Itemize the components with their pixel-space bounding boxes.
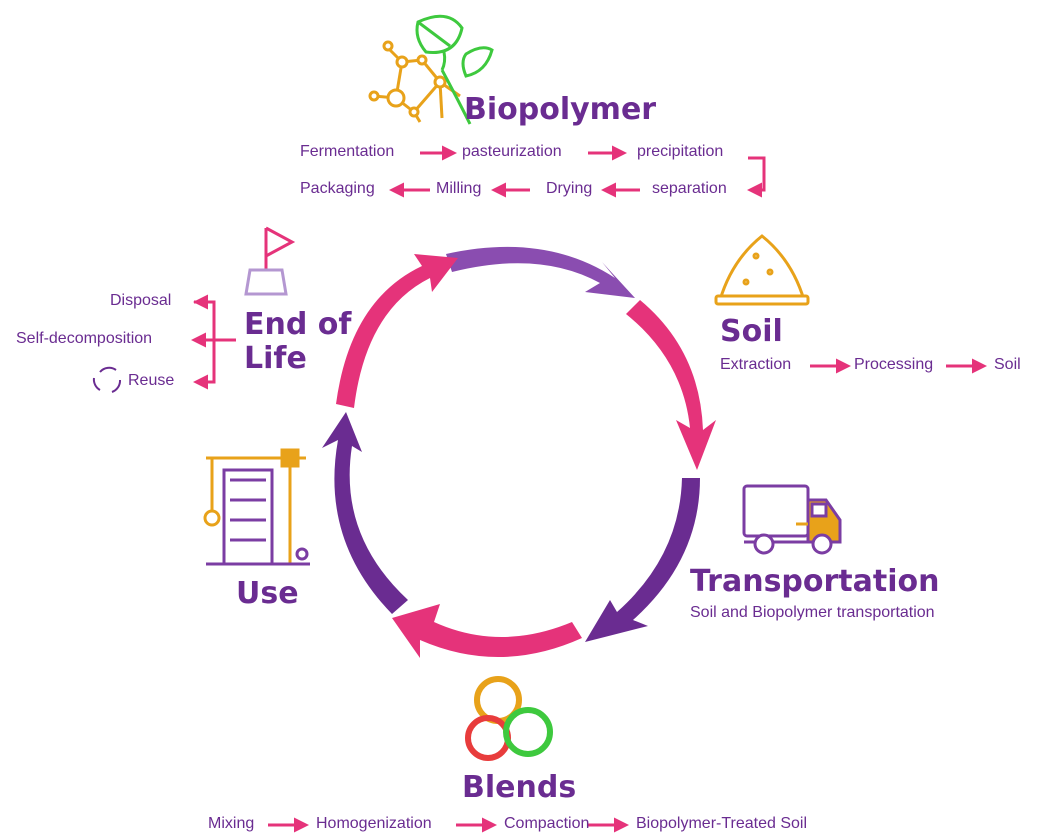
construction-crane-icon xyxy=(203,448,310,566)
cycle-arrow-use-to-endoflife xyxy=(322,412,408,614)
biopolymer-step-separation: separation xyxy=(652,180,727,197)
soil-title: Soil xyxy=(720,314,783,349)
biopolymer-step-pasteurization: pasteurization xyxy=(462,143,562,160)
cycle-arrow-blends-to-use xyxy=(392,604,582,658)
soil-pile-icon xyxy=(714,234,810,306)
biopolymer-step-milling: Milling xyxy=(436,180,482,197)
blends-step-treated-soil: Biopolymer-Treated Soil xyxy=(636,815,808,832)
biopolymer-title: Biopolymer xyxy=(464,92,657,127)
leaf-icon xyxy=(415,14,494,125)
blends-step-compaction: Compaction xyxy=(504,815,590,832)
blends-title: Blends xyxy=(462,770,577,805)
flag-icon xyxy=(244,226,296,296)
biopolymer-step-fermentation: Fermentation xyxy=(300,143,395,160)
end-of-life-option-disposal: Disposal xyxy=(110,292,172,309)
biopolymer-process-arrows xyxy=(389,145,766,198)
three-rings-icon xyxy=(465,676,553,761)
end-of-life-title-line1: End of xyxy=(244,307,352,342)
blends-step-mixing: Mixing xyxy=(208,815,255,832)
end-of-life-title-line2: Life xyxy=(244,341,307,376)
cycle-ring xyxy=(322,246,716,658)
recycle-icon xyxy=(92,366,121,393)
biopolymer-step-drying: Drying xyxy=(546,180,593,197)
cycle-arrow-endoflife-to-biopolymer xyxy=(336,254,458,408)
transportation-subtitle: Soil and Biopolymer transportation xyxy=(690,604,935,621)
soil-step-processing: Processing xyxy=(854,356,934,373)
blends-step-homogenization: Homogenization xyxy=(316,815,432,832)
end-of-life-bracket xyxy=(191,294,236,390)
soil-step-soil: Soil xyxy=(994,356,1021,373)
end-of-life-option-reuse: Reuse xyxy=(128,372,175,389)
biopolymer-step-packaging: Packaging xyxy=(300,180,375,197)
molecule-leaf-icon xyxy=(368,40,461,123)
biopolymer-step-precipitation: precipitation xyxy=(637,143,724,160)
cycle-arrow-transportation-to-blends xyxy=(585,478,700,642)
transportation-title: Transportation xyxy=(690,564,940,599)
truck-icon xyxy=(742,484,842,555)
end-of-life-option-self-decomposition: Self-decomposition xyxy=(16,330,153,347)
use-title: Use xyxy=(236,576,299,611)
soil-step-extraction: Extraction xyxy=(720,356,792,373)
cycle-arrow-soil-to-transportation xyxy=(626,300,716,470)
cycle-arrow-biopolymer-to-soil xyxy=(446,246,635,298)
